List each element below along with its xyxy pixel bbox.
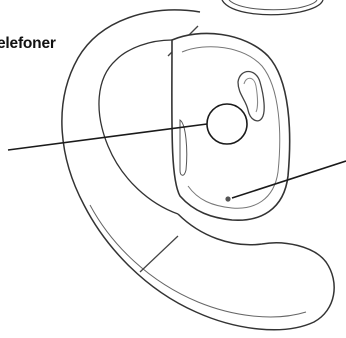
ear-hook-band — [90, 205, 306, 317]
ear-hook-inner — [99, 40, 178, 214]
top-case-edge — [222, 0, 323, 15]
callout-label: elefoner — [0, 35, 58, 53]
sensor-dot-icon — [225, 196, 230, 201]
hook-seam-bottom — [140, 236, 178, 272]
touch-button-icon — [207, 104, 247, 144]
top-case-edge-inner — [229, 0, 317, 10]
